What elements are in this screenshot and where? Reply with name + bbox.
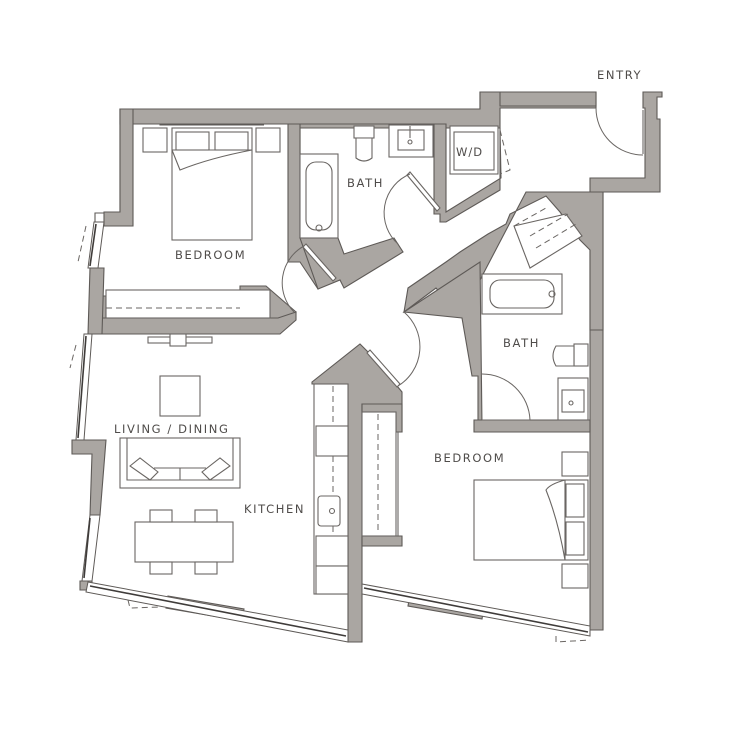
nightstand-2b: [561, 563, 589, 589]
pillow-1b: [214, 131, 249, 151]
wall-west-upper: [87, 267, 105, 335]
closet-1: [105, 289, 271, 319]
dining-chair-4: [194, 561, 218, 575]
corridor-closet-shelf-1: [529, 213, 569, 237]
bedroom2-closet: [361, 411, 397, 537]
bathtub-1-basin: [305, 161, 333, 231]
tv: [169, 333, 187, 347]
bath1-door-leaf: [406, 171, 441, 212]
wall-entry-east: [589, 91, 663, 631]
sink-2-vanity: [557, 377, 589, 421]
bathtub-2-basin: [489, 279, 555, 309]
toilet-1-tank: [353, 125, 375, 139]
dishwasher: [315, 535, 349, 567]
laundry-door: [499, 129, 511, 175]
pillow-1a: [175, 131, 210, 151]
window-sash-1: [77, 225, 87, 263]
label-bedroom-1: BEDROOM: [175, 248, 246, 262]
sink-2-basin: [561, 389, 585, 413]
label-bath-1: BATH: [347, 176, 384, 190]
living-furniture: [119, 333, 241, 575]
nightstand-2a: [561, 451, 589, 477]
window-sash-3: [127, 599, 161, 609]
wall-bath1-south: [299, 237, 404, 290]
room-labels: ENTRY BEDROOM BATH W/D BATH LIVING / DIN…: [114, 68, 642, 516]
window-sash-2: [69, 344, 77, 369]
nightstand-left: [142, 127, 168, 153]
dining-chair-2: [194, 509, 218, 523]
windows: [69, 221, 591, 643]
entry-door-swing: [595, 107, 644, 156]
sofa-pillow-right: [201, 457, 231, 481]
window-sash-4: [555, 636, 591, 643]
wall-entry-north: [499, 91, 597, 107]
label-kitchen: KITCHEN: [244, 502, 305, 516]
wall-bedroom2-closet-bottom: [361, 535, 403, 547]
doors: [281, 107, 644, 421]
bath2-door-swing: [481, 373, 531, 421]
bedroom1-furniture: [105, 127, 281, 319]
label-bedroom-2: BEDROOM: [434, 451, 505, 465]
bath1-door-swing: [383, 173, 411, 245]
label-bath-2: BATH: [503, 336, 540, 350]
nightstand-right: [255, 127, 281, 153]
wall-bath2-south: [473, 419, 591, 433]
sink-1-basin: [397, 129, 425, 151]
toilet-2-tank: [573, 343, 589, 367]
bedroom2-furniture: [473, 451, 589, 589]
window-living-southwest: [81, 514, 101, 582]
bedroom1-door-swing: [281, 245, 305, 313]
wall-bedroom1-corner: [103, 108, 134, 227]
bed-1-sheet: [171, 149, 253, 171]
corridor-closet-shelf-2: [535, 223, 577, 249]
bed-2-sheet: [545, 479, 566, 561]
toilet-1-bowl: [355, 137, 373, 162]
dining-chair-3: [149, 561, 173, 575]
wall-bath2-west: [402, 260, 483, 427]
fridge: [315, 565, 349, 595]
bedroom2-door-swing: [397, 311, 421, 387]
pillow-2b: [565, 521, 585, 556]
label-entry: ENTRY: [597, 68, 642, 82]
range: [315, 425, 349, 457]
label-washer-dryer: W/D: [456, 145, 483, 159]
dining-table: [134, 521, 234, 563]
corridor-closet-door: [513, 207, 547, 227]
pillow-2a: [565, 483, 585, 518]
bedroom2-door-leaf: [366, 349, 401, 388]
kitchen-fixtures: [313, 383, 399, 595]
toilet-2-bowl: [552, 345, 575, 367]
wall-bath1-laundry: [433, 123, 502, 223]
dining-chair-1: [149, 509, 173, 523]
sofa-pillow-left: [129, 457, 159, 481]
ottoman: [159, 375, 201, 417]
laundry: [449, 125, 499, 175]
bath1-fixtures: [299, 124, 434, 239]
washer-dryer: [449, 125, 499, 175]
window-living-south: [85, 581, 349, 643]
label-living-dining: LIVING / DINING: [114, 422, 230, 436]
washer-dryer-inner: [453, 131, 495, 171]
bath2-fixtures: [481, 273, 589, 421]
wall-west-middle: [71, 439, 107, 516]
